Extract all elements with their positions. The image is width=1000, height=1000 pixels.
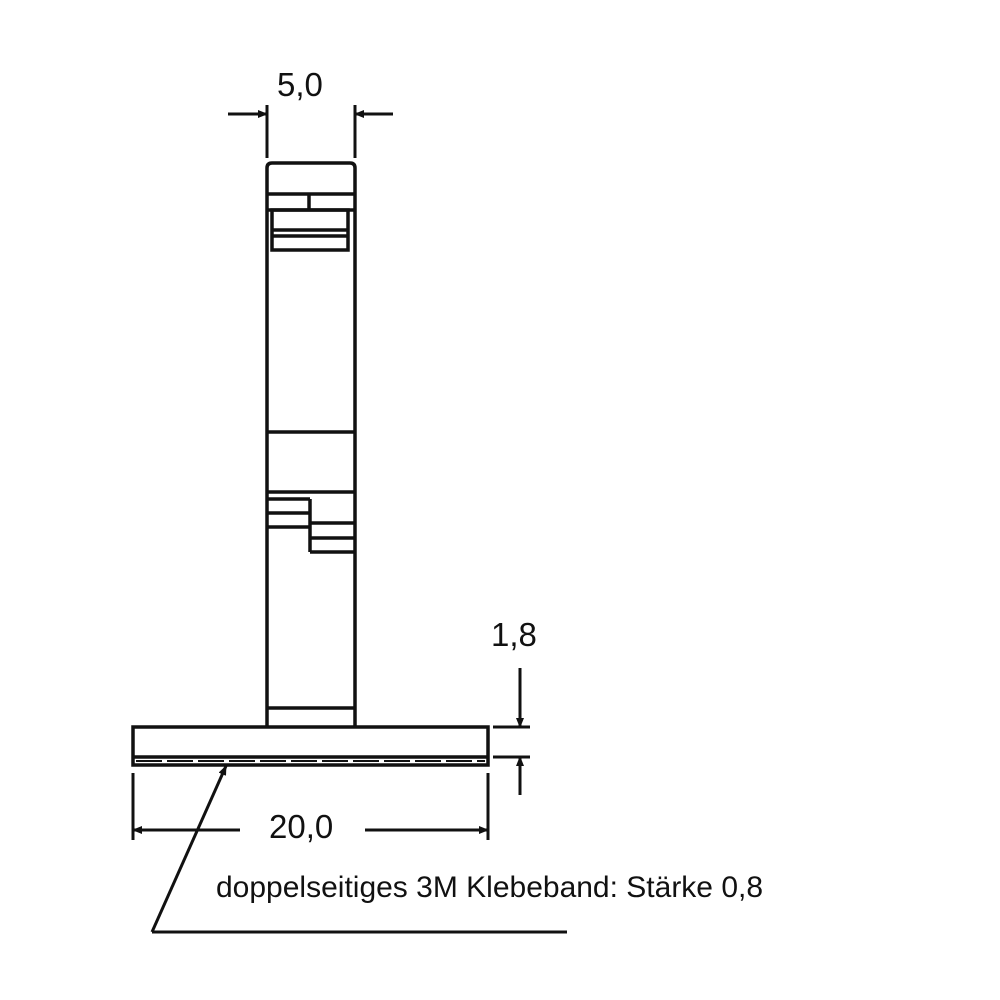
dimension-width xyxy=(228,105,393,158)
dimension-base-thickness xyxy=(493,668,530,795)
adhesive-tape-annotation: doppelseitiges 3M Klebeband: Stärke 0,8 xyxy=(216,871,764,904)
dimension-base-thickness-label: 1,8 xyxy=(491,616,537,653)
stem xyxy=(265,161,357,727)
dimension-base-width xyxy=(131,773,490,840)
dimension-width-label: 5,0 xyxy=(277,66,323,103)
base-plate xyxy=(131,725,490,767)
dimension-base-width-label: 20,0 xyxy=(269,808,334,845)
leader-line xyxy=(150,765,567,934)
